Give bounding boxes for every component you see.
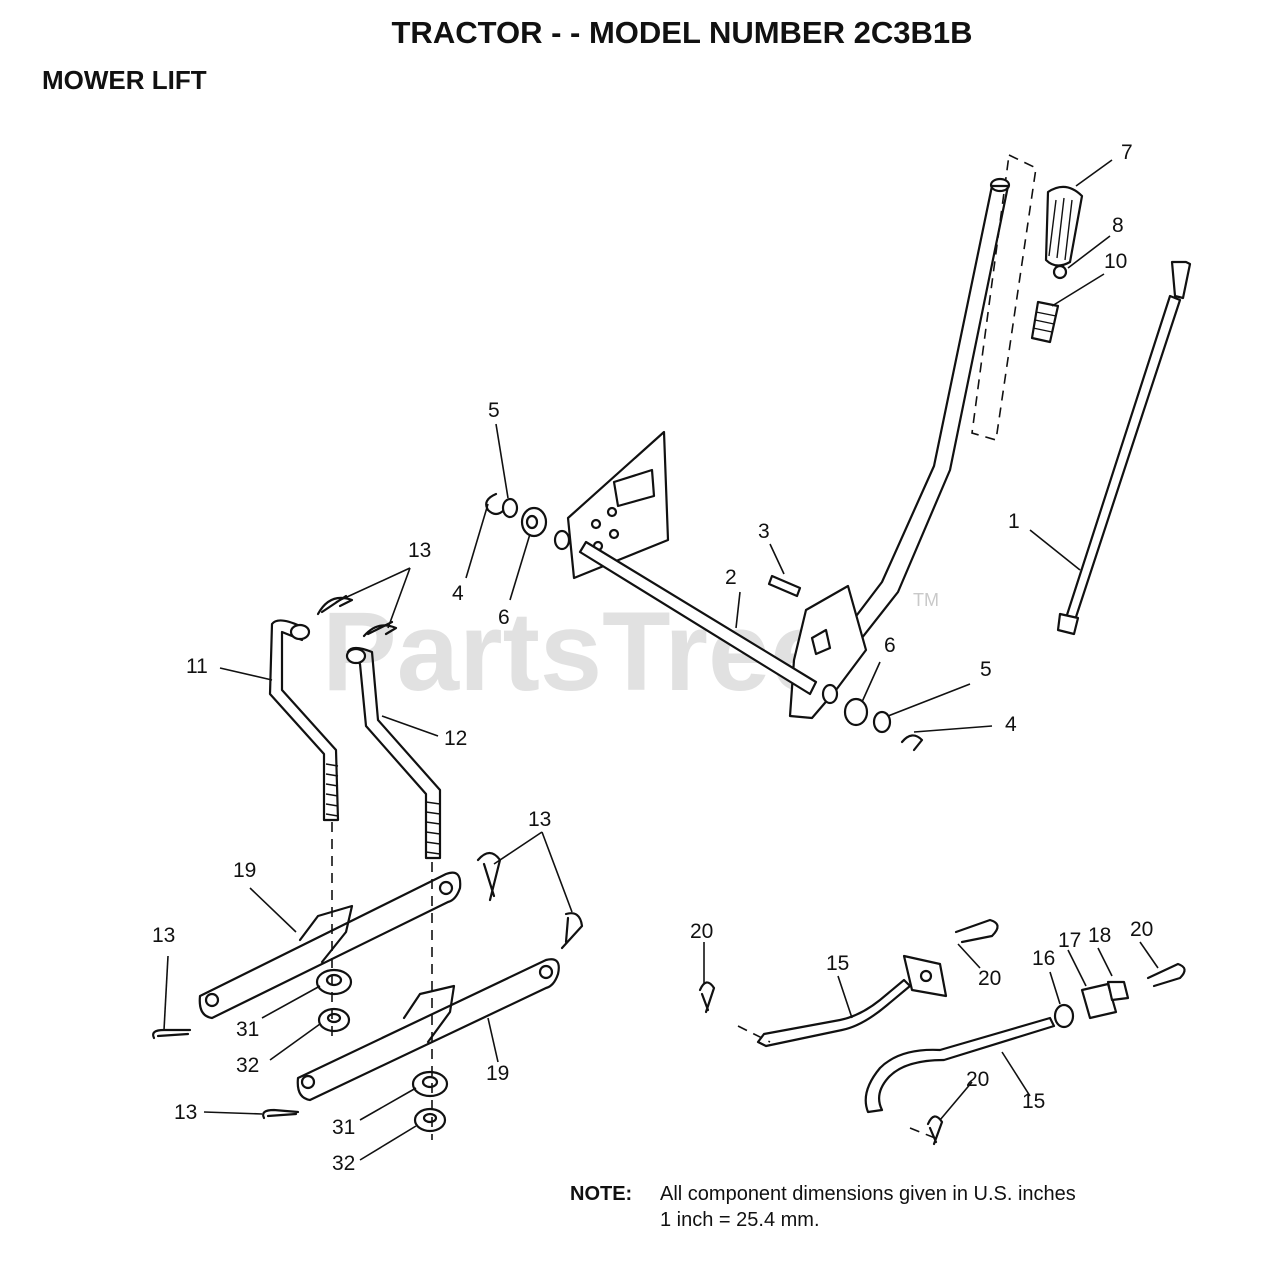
callout-5-left: 5 xyxy=(488,399,500,422)
callout-6-left: 6 xyxy=(498,606,510,629)
callout-numbers: 7 8 10 1 2 3 5 4 6 6 5 4 13 11 12 13 19 … xyxy=(152,141,1153,1175)
part-20-clip-a xyxy=(698,981,716,1014)
part-13-clip-mid xyxy=(476,851,584,950)
part-18-nut xyxy=(1106,980,1130,1002)
callout-2: 2 xyxy=(725,566,737,589)
callout-20-d: 20 xyxy=(966,1068,989,1091)
dimension-note: NOTE: All component dimensions given in … xyxy=(570,1183,1076,1231)
section-title: MOWER LIFT xyxy=(42,65,207,95)
part-17-bracket xyxy=(1080,982,1118,1020)
part-20-clip-d xyxy=(926,1115,944,1146)
callout-5-right: 5 xyxy=(980,658,992,681)
callout-19-upper: 19 xyxy=(233,859,256,882)
part-32-nut-upper xyxy=(317,1007,351,1033)
note-line-2: 1 inch = 25.4 mm. xyxy=(660,1209,820,1231)
callout-32-upper: 32 xyxy=(236,1054,259,1077)
callout-7: 7 xyxy=(1121,141,1133,164)
callout-8: 8 xyxy=(1112,214,1124,237)
callout-13-bottom: 13 xyxy=(174,1101,197,1124)
part-8-spring-pin xyxy=(1052,264,1068,280)
callout-4-right: 4 xyxy=(1005,713,1017,736)
part-4-clip-right xyxy=(900,734,924,752)
callout-18: 18 xyxy=(1088,924,1111,947)
part-20-clip-b xyxy=(954,918,999,944)
part-10-spring xyxy=(1030,300,1060,344)
part-13-clip-bottom xyxy=(262,1108,300,1120)
part-6-bushing-right xyxy=(843,697,869,727)
callout-32-lower: 32 xyxy=(332,1152,355,1175)
part-4-clip-left xyxy=(485,492,506,516)
note-label: NOTE: xyxy=(570,1183,632,1205)
watermark-trademark: TM xyxy=(913,590,939,610)
part-11-lift-link xyxy=(268,619,340,822)
callout-10: 10 xyxy=(1104,250,1127,273)
callout-20-a: 20 xyxy=(690,920,713,943)
part-32-nut-lower xyxy=(413,1107,447,1133)
callout-13-mid: 13 xyxy=(528,808,551,831)
part-20-clip-c xyxy=(1146,962,1186,988)
lift-handle-lever xyxy=(788,177,1011,720)
callout-17: 17 xyxy=(1058,929,1081,952)
leader-lines xyxy=(163,159,1159,1161)
callout-20-c: 20 xyxy=(1130,918,1153,941)
part-13-clip-left xyxy=(152,1028,192,1040)
note-line-1: All component dimensions given in U.S. i… xyxy=(660,1183,1076,1205)
callout-11: 11 xyxy=(186,655,208,678)
part-31-bushing-upper xyxy=(315,968,353,996)
callout-12: 12 xyxy=(444,727,467,750)
callout-19-lower: 19 xyxy=(486,1062,509,1085)
part-15-rod-upper xyxy=(756,954,948,1048)
callout-4-left: 4 xyxy=(452,582,464,605)
callout-1: 1 xyxy=(1008,510,1020,533)
part-19-lift-arm-lower xyxy=(296,958,560,1102)
part-12-lift-link xyxy=(345,646,442,860)
callout-13-left: 13 xyxy=(152,924,175,947)
part-1-lift-rod xyxy=(1056,260,1192,636)
part-5-washer-right xyxy=(872,710,892,734)
callout-20-b: 20 xyxy=(978,967,1001,990)
callout-31-lower: 31 xyxy=(332,1116,355,1139)
callout-15-lower: 15 xyxy=(1022,1090,1045,1113)
callout-15-upper: 15 xyxy=(826,952,849,975)
handle-dashed-outline xyxy=(971,153,1037,442)
callout-16: 16 xyxy=(1032,947,1055,970)
part-2-lift-shaft xyxy=(553,430,839,705)
callout-31-upper: 31 xyxy=(236,1018,259,1041)
callout-3: 3 xyxy=(758,520,770,543)
page-title: TRACTOR - - MODEL NUMBER 2C3B1B xyxy=(392,15,973,50)
part-6-bushing-left xyxy=(520,506,548,538)
part-15-rod-lower xyxy=(864,1016,1056,1114)
part-31-bushing-lower xyxy=(411,1070,449,1098)
part-13-clip-top xyxy=(316,594,398,638)
part-16-washer xyxy=(1053,1003,1075,1029)
callout-13-top: 13 xyxy=(408,539,431,562)
part-19-lift-arm-upper xyxy=(198,871,462,1020)
part-3-pin xyxy=(767,574,802,598)
part-5-washer-left xyxy=(501,497,519,519)
callout-6-right: 6 xyxy=(884,634,896,657)
part-7-handle-grip xyxy=(1044,185,1084,267)
